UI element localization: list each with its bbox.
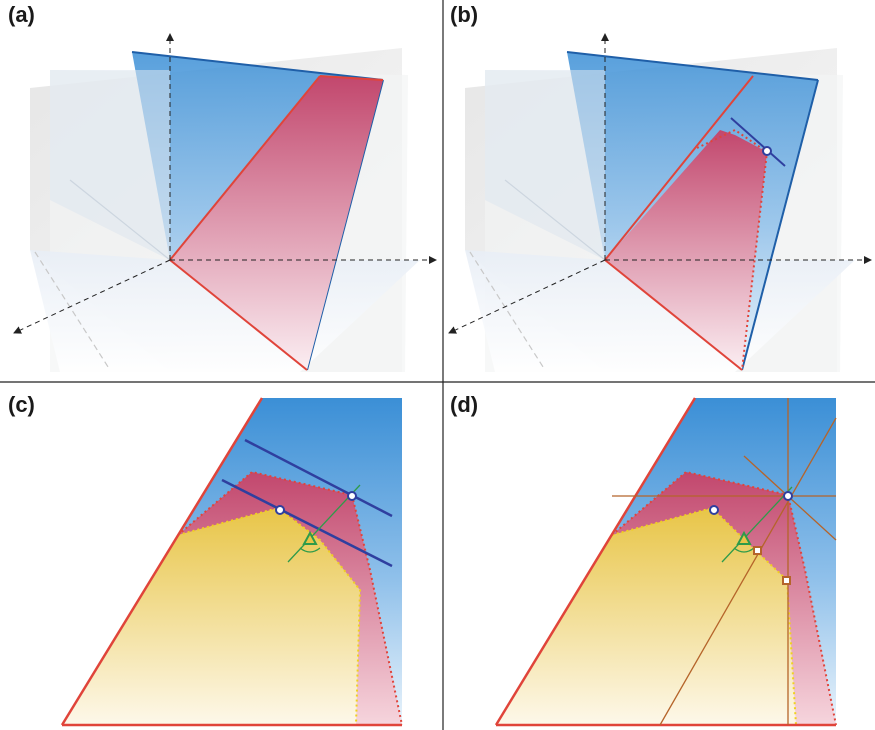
red-region xyxy=(605,130,767,370)
y-axis xyxy=(448,259,606,334)
red-edge-left xyxy=(604,75,754,261)
blue-plane-cover xyxy=(485,70,605,260)
green-line xyxy=(721,486,793,563)
yellow-region xyxy=(62,508,360,725)
panel-c-label: (c) xyxy=(8,392,35,417)
red-edge-left xyxy=(60,397,264,726)
hollow-circle-icon xyxy=(347,491,357,501)
red-plane xyxy=(170,76,383,370)
red-edge-bottom xyxy=(169,259,308,371)
yellow-dotted-boundary xyxy=(611,506,797,726)
red-edge-top xyxy=(319,75,384,81)
red-edge-left xyxy=(169,75,321,261)
blue-tangent-line-upper xyxy=(244,438,393,518)
panel-b-label: (b) xyxy=(450,2,478,27)
panel-a: (a) xyxy=(8,2,437,372)
blue-plane-top-edge xyxy=(131,51,384,81)
blue-tangent-line-lower xyxy=(221,478,393,568)
panel-a-label: (a) xyxy=(8,2,35,27)
yellow-dotted-boundary xyxy=(177,506,362,726)
y-axis xyxy=(13,259,171,334)
hollow-circle-icon xyxy=(275,505,285,515)
triangle-icon xyxy=(736,530,752,545)
square-icon xyxy=(782,576,791,585)
red-dotted-boundary xyxy=(696,128,769,371)
blue-plane-top-edge xyxy=(566,51,819,81)
panel-d: (d) xyxy=(450,392,837,727)
blue-plane-cover xyxy=(50,70,170,260)
gray-dashed-edge xyxy=(469,251,546,371)
yellow-region xyxy=(496,508,796,725)
red-edge-bottom xyxy=(604,259,743,371)
panel-d-label: (d) xyxy=(450,392,478,417)
blue-plane-right-edge xyxy=(741,79,819,371)
angle-arc xyxy=(733,547,755,553)
panel-c: (c) xyxy=(8,392,403,727)
panel-b: (b) xyxy=(448,2,872,372)
gray-dashed-edge xyxy=(34,251,111,371)
square-icon xyxy=(753,546,762,555)
angle-arc xyxy=(299,547,321,553)
hollow-circle-icon xyxy=(783,491,793,501)
hollow-circle-icon xyxy=(762,146,772,156)
red-edge-left xyxy=(494,397,697,726)
hollow-circle-icon xyxy=(709,505,719,515)
brown-diagonal-line xyxy=(659,417,837,726)
blue-tangent-line xyxy=(730,117,786,167)
triangle-icon xyxy=(302,530,318,545)
